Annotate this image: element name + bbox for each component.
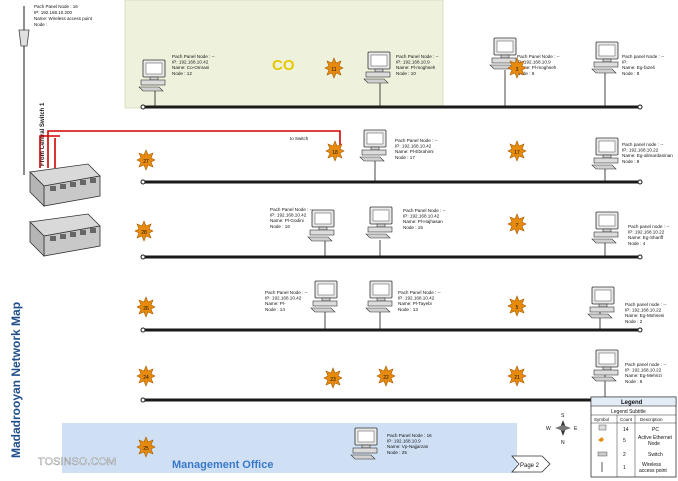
pc-icon <box>307 209 335 242</box>
compass-icon: S N E W <box>546 413 578 446</box>
svg-text:26: 26 <box>143 306 149 312</box>
ethernet-node-icon <box>598 437 604 442</box>
svg-text:Page 2: Page 2 <box>520 463 540 469</box>
red-link-1 <box>39 135 60 168</box>
badge: 28 <box>134 220 154 242</box>
bus-lines <box>143 105 640 402</box>
badge: 17 <box>507 140 527 162</box>
svg-text:17: 17 <box>514 150 520 156</box>
badge: 7 <box>507 213 527 235</box>
svg-text:Count: Count <box>620 417 633 422</box>
badge: 3 <box>507 57 527 79</box>
badge: 24 <box>136 365 156 387</box>
badge: 23 <box>323 367 343 389</box>
switch-icon <box>597 451 608 457</box>
badge: 26 <box>136 296 156 318</box>
switch-icon <box>29 163 101 207</box>
pc-icon <box>598 424 607 431</box>
svg-text:25: 25 <box>143 446 149 452</box>
compass-w: E <box>574 426 578 432</box>
svg-text:1: 1 <box>623 465 626 471</box>
svg-text:27: 27 <box>143 159 149 165</box>
pc-icon <box>365 206 393 239</box>
legend-title: Legend <box>621 400 643 406</box>
svg-text:23: 23 <box>330 377 336 383</box>
wireless-access-point-icon <box>18 6 30 47</box>
svg-text:28: 28 <box>141 230 147 236</box>
badge: 25 <box>136 436 156 458</box>
pc-icon <box>365 280 393 313</box>
badge: 22 <box>376 365 396 387</box>
badge: 21 <box>507 365 527 387</box>
badge: 11 <box>324 57 344 79</box>
svg-text:Switch: Switch <box>648 452 663 458</box>
svg-text:Wireless: Wireless <box>642 462 662 468</box>
badge: 27 <box>136 149 156 171</box>
compass-n: S <box>561 413 565 419</box>
page-tag: Page 2 <box>511 455 551 473</box>
pc-icon <box>591 137 619 170</box>
svg-text:Description: Description <box>640 417 663 422</box>
pc-icon <box>587 286 615 319</box>
badge: 18 <box>325 140 345 162</box>
pc-icon <box>591 211 619 244</box>
compass-s: N <box>561 440 565 446</box>
svg-text:Active Ethernet: Active Ethernet <box>638 435 673 441</box>
watermark: TOSINSO.COM <box>38 456 116 468</box>
legend-subtitle: Legend Subtitle <box>611 409 646 415</box>
svg-text:PC: PC <box>652 427 659 433</box>
svg-text:Symbol: Symbol <box>594 417 609 422</box>
svg-text:5: 5 <box>516 305 519 311</box>
svg-text:Node: Node <box>648 441 660 447</box>
switch-icon <box>29 213 101 257</box>
svg-text:3: 3 <box>516 67 519 73</box>
co-label: CO <box>272 57 295 74</box>
svg-text:5: 5 <box>623 438 626 444</box>
svg-text:11: 11 <box>331 67 336 73</box>
svg-text:14: 14 <box>623 427 629 433</box>
badge: 5 <box>507 295 527 317</box>
svg-text:access point: access point <box>639 468 667 474</box>
management-label: Management Office <box>172 459 273 471</box>
switch-label: From Central Switch 1 <box>40 102 46 166</box>
management-area <box>62 423 517 473</box>
compass-e: W <box>546 426 551 432</box>
svg-text:7: 7 <box>516 223 519 229</box>
to-switch-label: to Switch <box>290 136 309 141</box>
page-title: Madadrooyan Network Map <box>9 302 23 458</box>
legend: Legend Legend Subtitle Symbol Count Desc… <box>590 396 677 478</box>
pc-icon <box>310 280 338 313</box>
svg-text:18: 18 <box>332 150 338 156</box>
svg-text:2: 2 <box>623 452 626 458</box>
red-link-2 <box>47 130 341 168</box>
pc-icon <box>591 41 619 74</box>
svg-text:22: 22 <box>383 375 389 381</box>
svg-text:24: 24 <box>143 375 149 381</box>
pc-icon <box>359 129 387 162</box>
svg-text:21: 21 <box>514 375 520 381</box>
ethernet-node-badges: 11 18 27 28 26 24 23 22 21 17 7 5 3 25 <box>134 57 527 458</box>
